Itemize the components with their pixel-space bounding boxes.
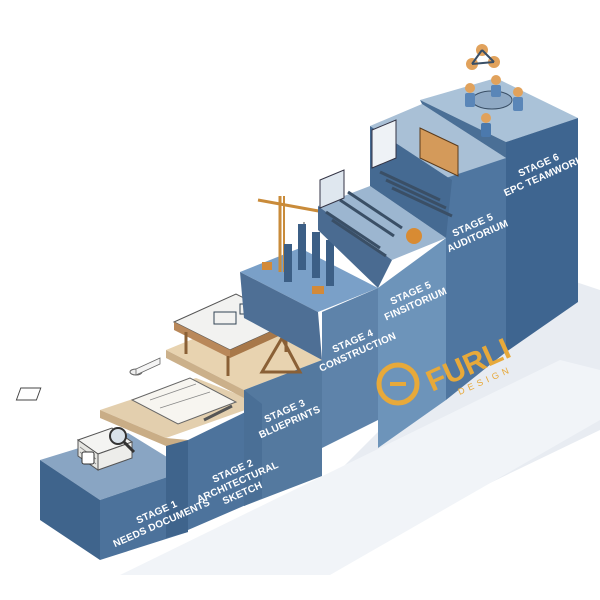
team-meeting-icon [465,44,523,137]
ground-shadow-soft [120,360,600,575]
stage-6-block [420,78,578,352]
sketch-drawing-icon [15,357,238,425]
auditorium-seats-icon [319,169,422,258]
stage-4-block [240,248,378,448]
stage-2-block [100,378,262,538]
logo-ring-icon [376,362,420,406]
construction-site-icon [257,196,334,294]
magnifier-icon [109,427,136,454]
theater-interior-icon [371,119,459,218]
